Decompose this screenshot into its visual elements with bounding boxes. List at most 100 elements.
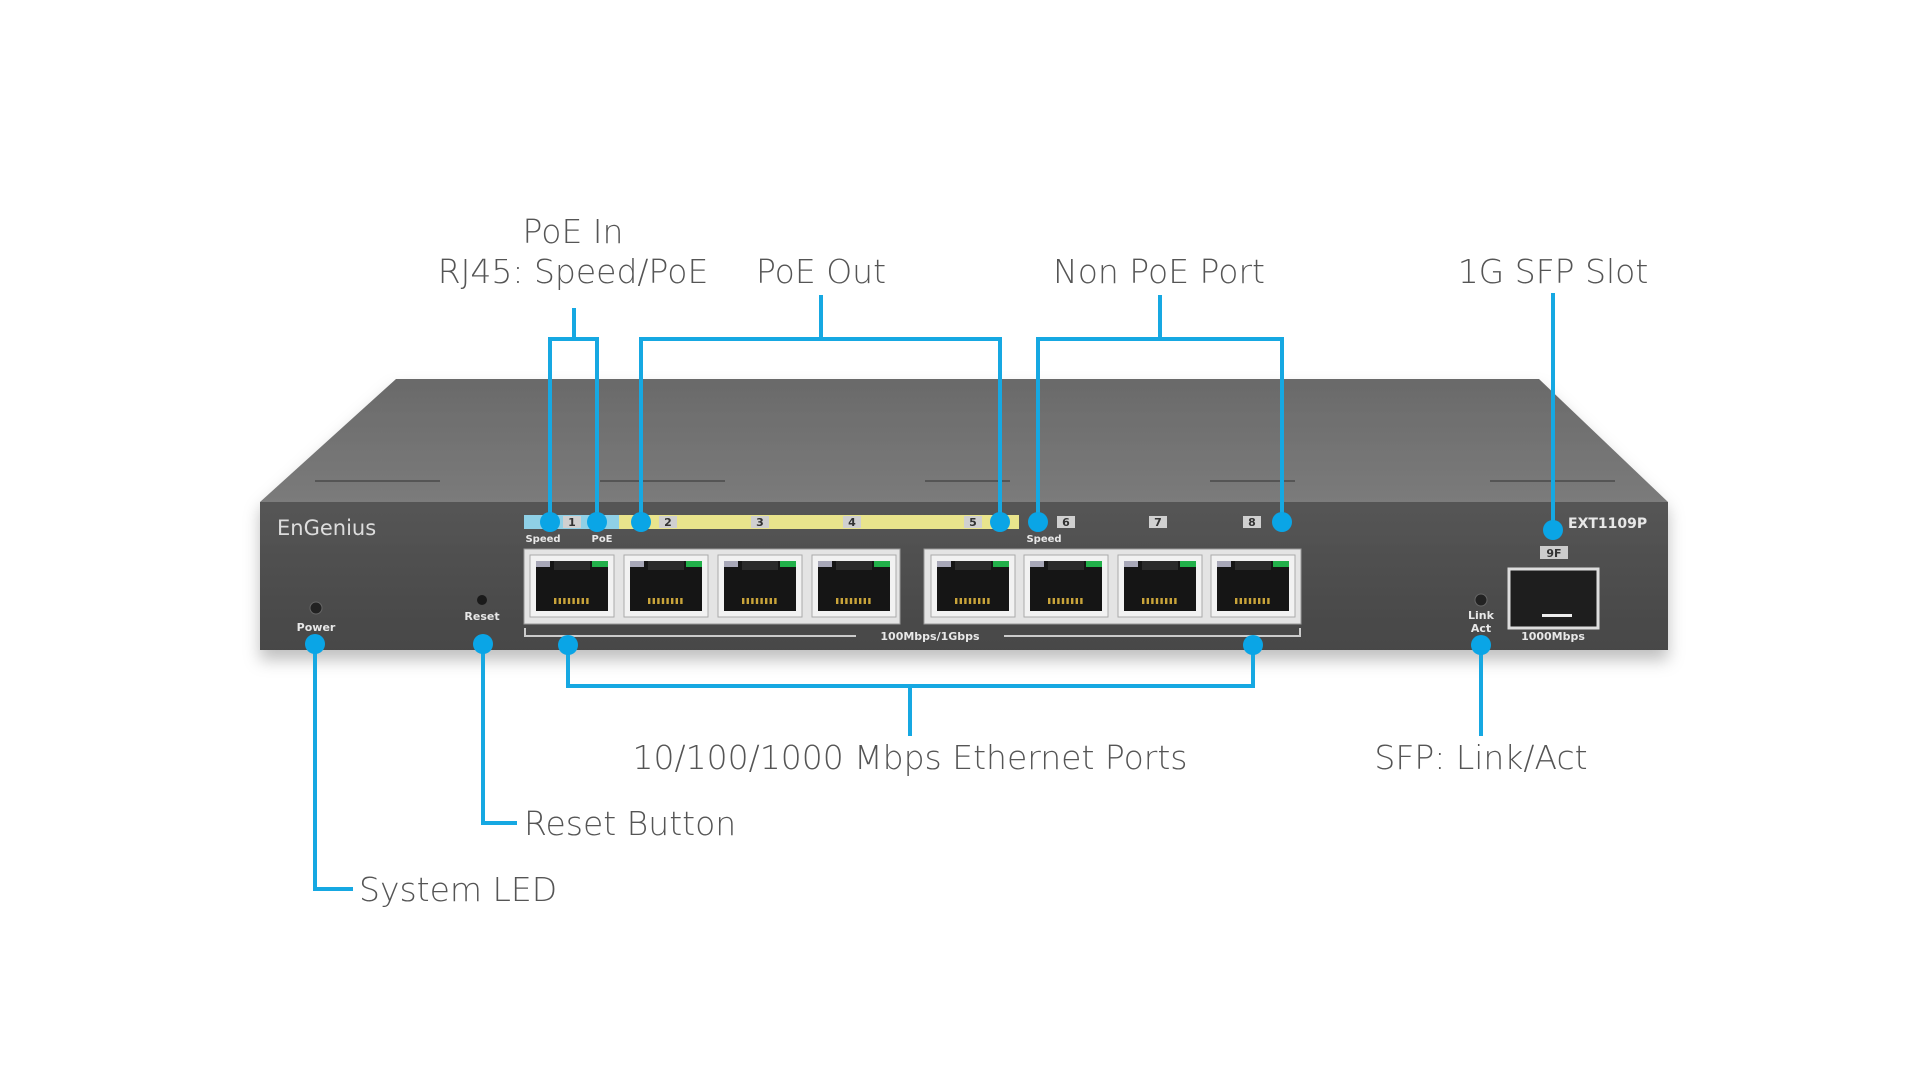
port-number-box (1057, 516, 1075, 528)
port-pin (1258, 598, 1261, 604)
port-pin (666, 598, 669, 604)
port-pin (1155, 598, 1159, 604)
act-label: Act (1471, 622, 1491, 635)
port-pin (671, 598, 674, 604)
port-led-speed (724, 561, 738, 567)
port-pin (746, 598, 749, 604)
port-number: 1 (568, 516, 576, 529)
port-pin (661, 598, 665, 604)
port-pin (1262, 598, 1265, 604)
port-pin (840, 598, 843, 604)
callout-poe-in: PoE In (523, 212, 624, 251)
port-pin (1075, 598, 1078, 604)
port-number: 7 (1154, 516, 1162, 529)
port-pin (863, 598, 866, 604)
port-pin (657, 598, 660, 604)
port-led-speed (818, 561, 832, 567)
callout-lines (313, 293, 1555, 891)
port-latch-notch (836, 561, 872, 570)
port-number-box (751, 516, 769, 528)
port-number-box (1149, 516, 1167, 528)
port-number-box (1243, 516, 1261, 528)
port-pin (1248, 598, 1252, 604)
sfp-slot[interactable] (1507, 567, 1600, 630)
port-pin (1244, 598, 1247, 604)
port-led-link (1273, 561, 1289, 567)
rj45-port-5[interactable] (930, 554, 1016, 618)
speed-label-2: Speed (1026, 534, 1061, 545)
port-pin (1235, 598, 1238, 604)
port-pin (1151, 598, 1154, 604)
speed-bracket (524, 628, 1301, 637)
rj45-port-4[interactable] (811, 554, 897, 618)
port-pin (1160, 598, 1163, 604)
rj45-port-2[interactable] (623, 554, 709, 618)
rj45-port-6[interactable] (1023, 554, 1109, 618)
port-pin (1080, 598, 1083, 604)
port-latch-notch (955, 561, 991, 570)
callout-sfp-slot: 1G SFP Slot (1458, 252, 1649, 291)
port-pin (964, 598, 967, 604)
port-pin (1267, 598, 1270, 604)
callout-dots (305, 512, 1563, 655)
reset-button[interactable] (477, 595, 487, 605)
port-pin (1142, 598, 1145, 604)
rj45-port-1[interactable] (529, 554, 615, 618)
port-led-speed (1217, 561, 1231, 567)
sfp-port-number (1540, 546, 1568, 559)
sfp-port-number-text: 9F (1546, 547, 1561, 560)
port-latch-notch (554, 561, 590, 570)
port-pin (868, 598, 871, 604)
callout-non-poe: Non PoE Port (1053, 252, 1265, 291)
port-pin (1239, 598, 1242, 604)
port-number: 4 (848, 516, 856, 529)
port-pin (755, 598, 759, 604)
callout-rj45-speed-poe: RJ45: Speed/PoE (438, 252, 709, 291)
port-pin (742, 598, 745, 604)
port-pin (1071, 598, 1074, 604)
port-pin (959, 598, 962, 604)
port-led-speed (937, 561, 951, 567)
port-pin (648, 598, 651, 604)
port-number-box (964, 516, 982, 528)
rj45-speed-label: 100Mbps/1Gbps (880, 630, 980, 643)
port-pin (982, 598, 985, 604)
port-pin (567, 598, 571, 604)
port-latch-notch (648, 561, 684, 570)
port-pin (1174, 598, 1177, 604)
port-latch-notch (742, 561, 778, 570)
port-pin (760, 598, 763, 604)
port-pin (836, 598, 839, 604)
rj45-port-8[interactable] (1210, 554, 1296, 618)
sfp-link-led (1474, 593, 1488, 607)
port-pin (854, 598, 857, 604)
port-led-link (1180, 561, 1196, 567)
port-pin (586, 598, 589, 604)
rj45-port-3[interactable] (717, 554, 803, 618)
sfp-slot-latch (1542, 614, 1572, 617)
port-pin (751, 598, 754, 604)
port-pin (675, 598, 678, 604)
poe-out-led-strip (619, 515, 1019, 529)
poe-label: PoE (591, 534, 612, 545)
rj45-port-7[interactable] (1117, 554, 1203, 618)
port-number-box (659, 516, 677, 528)
port-led-link (874, 561, 890, 567)
rj45-ports (529, 554, 1296, 618)
port-pin (849, 598, 853, 604)
port-pin (769, 598, 772, 604)
brand-logo: EnGenius (277, 516, 376, 540)
port-led-speed (630, 561, 644, 567)
port-pin (774, 598, 777, 604)
callout-poe-out: PoE Out (756, 252, 886, 291)
port-led-link (686, 561, 702, 567)
port-led-link (993, 561, 1009, 567)
port-pin (680, 598, 683, 604)
port-number-box (843, 516, 861, 528)
link-label: Link (1468, 609, 1495, 622)
port-pin (652, 598, 655, 604)
callout-ethernet-ports: 10/100/1000 Mbps Ethernet Ports (633, 738, 1188, 777)
power-led (309, 601, 323, 615)
